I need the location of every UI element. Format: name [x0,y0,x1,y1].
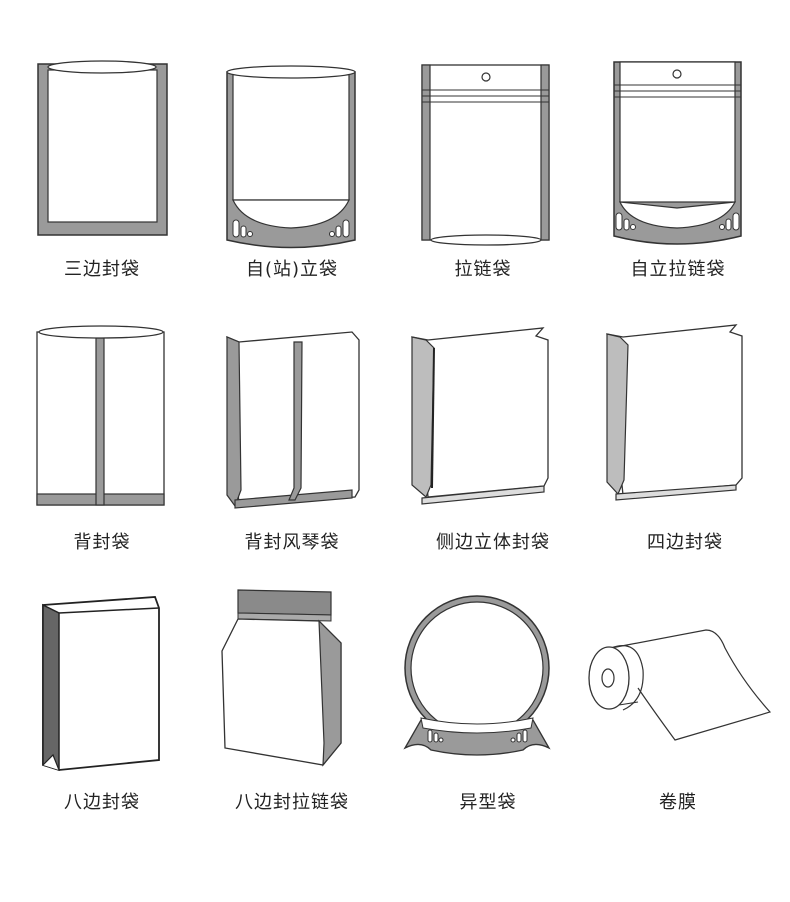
eight-side-seal-zipper-bag-icon [221,589,342,767]
back-seal-bag-icon [36,325,165,506]
bag-label: 背封风琴袋 [244,532,340,553]
bag-label: 异型袋 [459,792,517,813]
bag-label: 四边封袋 [647,532,723,553]
bag-label: 背封袋 [73,532,131,553]
stand-up-zipper-pouch-icon [613,61,742,245]
stand-up-pouch-icon [226,65,356,249]
eight-side-seal-bag-icon [42,596,160,772]
side-gusset-bag-icon [411,327,549,505]
bag-label: 八边封拉链袋 [235,792,349,813]
bag-label: 拉链袋 [454,259,512,280]
four-side-seal-bag-icon [606,324,743,501]
zipper-bag-icon [421,64,550,246]
bag-label: 自立拉链袋 [630,259,726,280]
bag-label: 卷膜 [659,792,697,813]
back-seal-gusset-bag-icon [226,331,360,509]
bag-label: 侧边立体封袋 [436,532,550,553]
roll-film-icon [588,629,772,741]
three-side-seal-bag-icon [37,60,168,236]
shaped-pouch-icon [403,595,551,756]
bag-label: 八边封袋 [64,792,140,813]
bag-label: 三边封袋 [64,259,140,280]
bag-label: 自(站)立袋 [245,259,339,280]
